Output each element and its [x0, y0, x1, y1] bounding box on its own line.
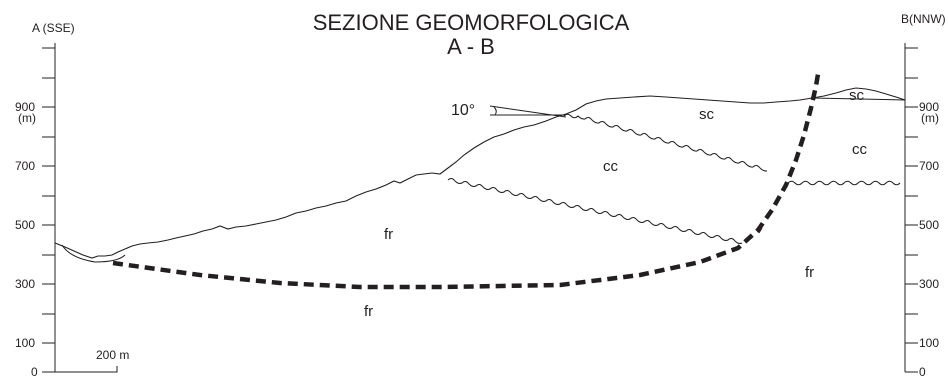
unit-label-fr-upper: fr: [384, 226, 394, 243]
dip-angle-indicator: [489, 105, 567, 118]
unit-label-cc-right: cc: [852, 141, 867, 158]
scale-bar: [55, 366, 118, 373]
right-tick-0: 0: [919, 365, 926, 379]
contact-sc-cc: [563, 113, 768, 172]
left-tick-500: 500: [15, 218, 36, 232]
left-axis-unit: (m): [18, 111, 36, 125]
contact-cc-fr: [447, 178, 743, 244]
contact-cc-fr-right: [787, 180, 901, 186]
topographic-profile: [54, 87, 906, 259]
basal-fault-dashed: [112, 73, 821, 290]
right-tick-700: 700: [919, 159, 940, 173]
scale-bar-label: 200 m: [96, 348, 130, 362]
right-tick-500: 500: [919, 218, 940, 232]
left-tick-700: 700: [15, 159, 36, 173]
right-axis-unit: (m): [921, 111, 939, 125]
right-tick-300: 300: [919, 277, 940, 291]
unit-label-fr-lower: fr: [364, 303, 374, 320]
unit-label-fr-right: fr: [805, 264, 815, 281]
contact-end-tick: [758, 227, 763, 234]
section-title-line1: SEZIONE GEOMORFOLOGICA: [312, 10, 630, 35]
right-tick-900: 900: [919, 100, 940, 114]
left-tick-100: 100: [15, 336, 36, 350]
unit-label-cc-main: cc: [603, 158, 618, 175]
left-elevation-axis: [42, 43, 56, 373]
dip-angle-label: 10°: [451, 102, 476, 119]
right-tick-100: 100: [919, 336, 940, 350]
unit-label-sc-main: sc: [699, 106, 714, 123]
left-endpoint-label: A (SSE): [32, 21, 75, 35]
right-reference-line: [811, 97, 906, 101]
right-elevation-axis: [904, 43, 918, 373]
left-tick-900: 900: [15, 100, 36, 114]
unit-label-sc-right: sc: [849, 87, 864, 104]
left-tick-300: 300: [15, 277, 36, 291]
section-title-line2: A - B: [447, 34, 495, 59]
left-tick-0: 0: [31, 365, 38, 379]
bedrock-lens: [61, 244, 126, 263]
right-endpoint-label: B(NNW): [901, 12, 946, 26]
